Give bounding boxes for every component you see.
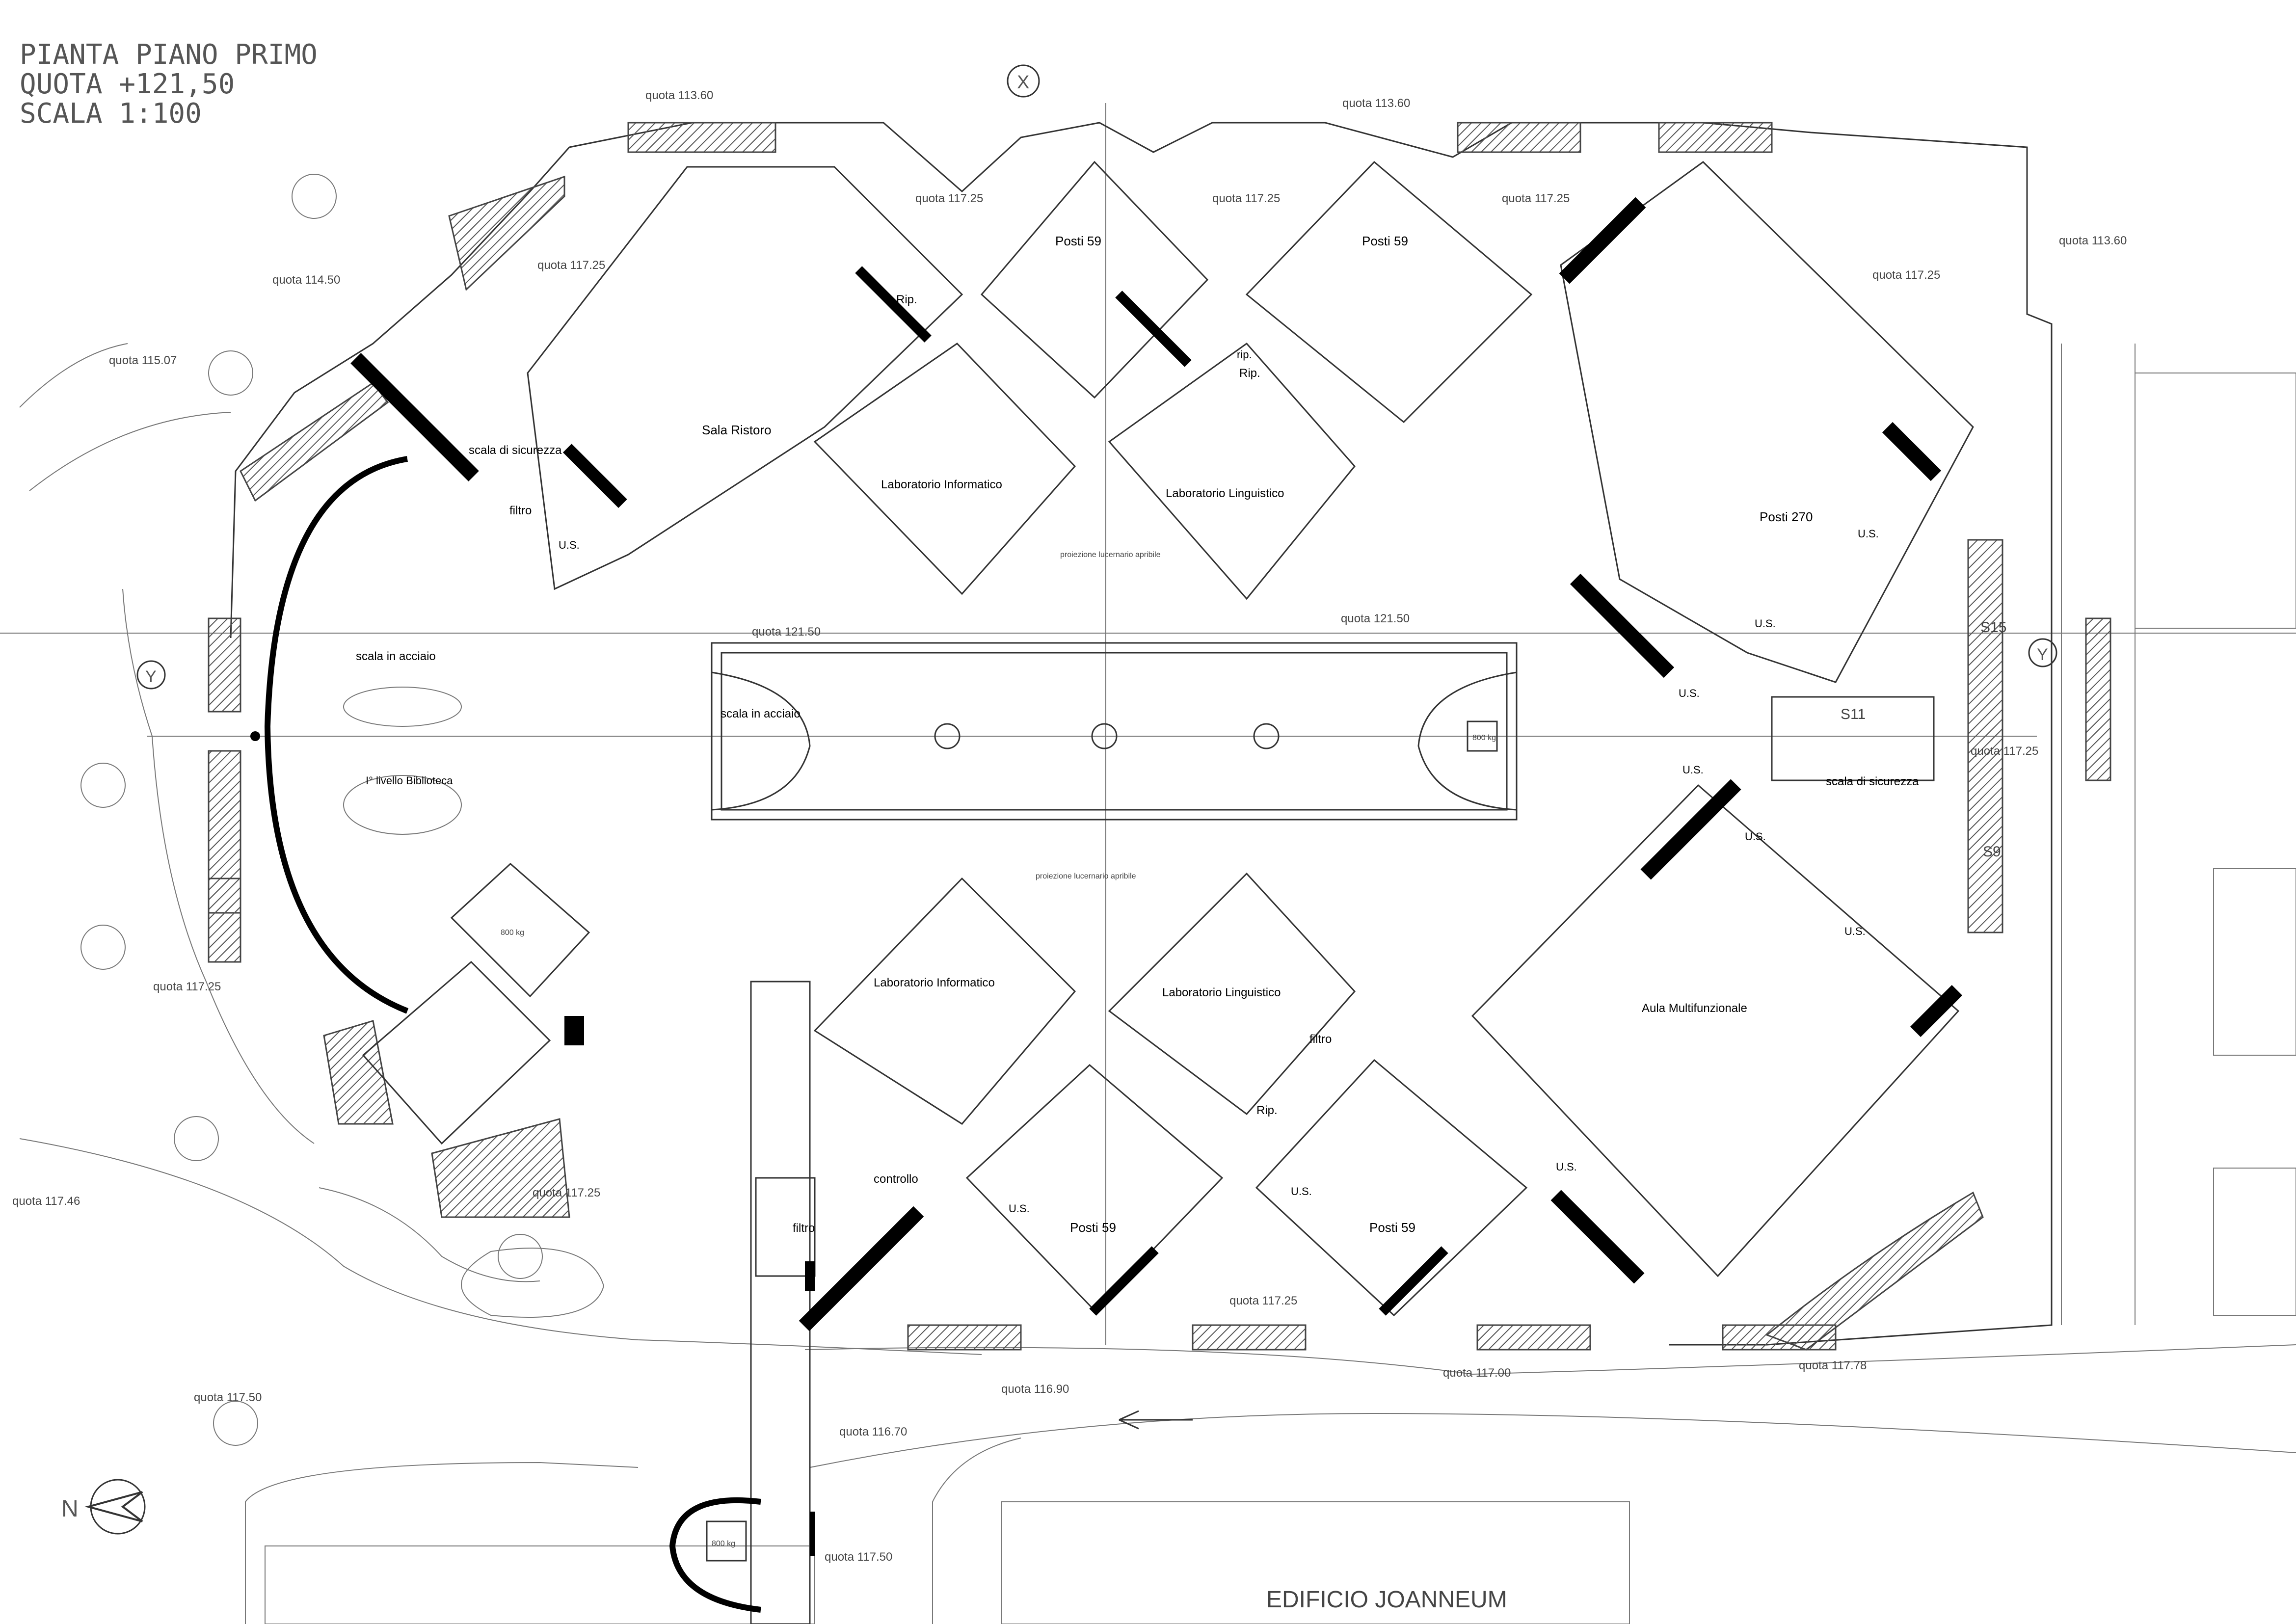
stair-tag-s9: S9	[1983, 844, 2001, 860]
label-lab-ling-bottom: Laboratorio Linguistico	[1162, 986, 1281, 999]
level-115-07: quota 115.07	[109, 354, 177, 367]
label-filtro-1: filtro	[509, 504, 532, 517]
level-113-60-b: quota 113.60	[1342, 97, 1410, 110]
axis-x-label: X	[1017, 72, 1029, 93]
label-aula-multifunzionale: Aula Multifunzionale	[1642, 1002, 1747, 1015]
label-posti59-bottom-left: Posti 59	[1070, 1220, 1116, 1235]
label-proiezione-1: proiezione lucernario apribile	[1060, 551, 1161, 559]
label-scala-acciaio-1: scala in acciaio	[356, 650, 436, 663]
label-scala-sicurezza-left: scala di sicurezza	[469, 444, 562, 457]
stair-tag-s15: S15	[1980, 619, 2006, 636]
level-116-70: quota 116.70	[839, 1425, 907, 1438]
building-walls	[362, 160, 1974, 1624]
corridor-stairs	[711, 671, 1517, 811]
label-posti59-bottom-right: Posti 59	[1369, 1220, 1415, 1235]
level-117-25-e: quota 117.25	[1872, 268, 1940, 282]
title-line-2: QUOTA +121,50	[20, 68, 235, 100]
north-arrow-icon: N	[61, 1479, 146, 1535]
label-us-6: U.S.	[1745, 830, 1766, 843]
label-biblioteca: I° livello Biblioteca	[366, 774, 453, 787]
level-117-50-a: quota 117.50	[194, 1391, 262, 1404]
label-us-10: U.S.	[1009, 1202, 1030, 1215]
axis-x-marker	[1007, 64, 1040, 98]
axis-y-marker-right	[2028, 638, 2057, 667]
label-rip-3: Rip.	[1256, 1104, 1278, 1117]
title-line-3: SCALA 1:100	[20, 98, 202, 130]
label-lab-inf-bottom: Laboratorio Informatico	[874, 976, 995, 989]
elevator-tower	[669, 1497, 761, 1613]
label-us-8: U.S.	[1556, 1161, 1577, 1173]
level-117-25-c: quota 117.25	[1212, 192, 1280, 205]
label-posti59-top-left: Posti 59	[1055, 234, 1101, 248]
planters	[208, 122, 2111, 1351]
axis-y-marker-left	[136, 660, 166, 690]
axis-y-label-right: Y	[2037, 645, 2048, 664]
level-116-90: quota 116.90	[1001, 1383, 1069, 1396]
label-posti59-top-right: Posti 59	[1362, 234, 1408, 248]
label-lift-1: 800 kg	[501, 929, 524, 937]
label-us-9: U.S.	[1291, 1185, 1312, 1198]
level-117-25-h: quota 117.25	[533, 1186, 600, 1199]
label-rip-small: rip.	[1237, 348, 1252, 361]
site-outline	[19, 122, 2296, 1624]
level-114-50: quota 114.50	[272, 273, 340, 287]
level-117-25-d: quota 117.25	[1502, 192, 1570, 205]
label-lab-ling-top: Laboratorio Linguistico	[1166, 487, 1284, 500]
title-block: PIANTA PIANO PRIMO QUOTA +121,50 SCALA 1…	[20, 39, 318, 130]
level-113-60-c: quota 113.60	[2059, 234, 2127, 247]
label-edificio: EDIFICIO JOANNEUM	[1266, 1587, 1507, 1613]
level-labels: quota 113.60 quota 113.60 quota 113.60 q…	[12, 89, 2127, 1564]
label-filtro-3: filtro	[793, 1222, 815, 1235]
label-proiezione-2: proiezione lucernario apribile	[1036, 872, 1136, 880]
label-scala-acciaio-2: scala in acciaio	[721, 707, 801, 720]
label-us-7: U.S.	[1844, 925, 1866, 937]
level-117-25-b: quota 117.25	[915, 192, 983, 205]
level-117-25-f: quota 117.25	[1971, 745, 2038, 758]
stair-tag-s11: S11	[1841, 706, 1866, 722]
label-rip-2: Rip.	[1239, 367, 1260, 380]
label-us-2: U.S.	[1858, 528, 1879, 540]
title-line-1: PIANTA PIANO PRIMO	[20, 39, 318, 71]
axis-y-label-left: Y	[145, 667, 157, 686]
level-117-78: quota 117.78	[1799, 1359, 1867, 1372]
level-117-46: quota 117.46	[12, 1195, 80, 1208]
label-sala-ristoro: Sala Ristoro	[702, 423, 772, 437]
label-us-4: U.S.	[1679, 687, 1700, 699]
level-117-25-i: quota 117.25	[1229, 1294, 1297, 1307]
room-labels: Sala Ristoro Rip. rip. Rip. Rip. Posti 5…	[356, 234, 1919, 1613]
library-curve	[250, 456, 462, 1014]
label-lab-inf-top: Laboratorio Informatico	[881, 478, 1002, 491]
label-posti270: Posti 270	[1760, 509, 1813, 524]
label-us-5: U.S.	[1682, 764, 1704, 776]
axis-lines: X Y Y	[0, 64, 2296, 1345]
level-117-25-a: quota 117.25	[537, 259, 605, 272]
traffic-arrow-icon	[1119, 1410, 1193, 1430]
level-121-50-a: quota 121.50	[752, 625, 821, 639]
label-filtro-2: filtro	[1309, 1033, 1332, 1046]
level-121-50-b: quota 121.50	[1341, 612, 1410, 625]
label-us-3: U.S.	[1755, 617, 1776, 630]
label-lift-3: 800 kg	[712, 1540, 735, 1548]
label-scala-sicurezza-right: scala di sicurezza	[1826, 775, 1919, 788]
label-rip-1: Rip.	[896, 293, 917, 306]
label-lift-2: 800 kg	[1472, 734, 1496, 742]
label-us-1: U.S.	[559, 539, 580, 551]
label-controllo: controllo	[874, 1172, 918, 1186]
level-117-25-g: quota 117.25	[153, 980, 221, 993]
north-label: N	[61, 1496, 79, 1522]
stair-tags: S15 S11 S9	[1841, 619, 2006, 860]
level-117-00: quota 117.00	[1443, 1366, 1511, 1380]
thick-walls	[350, 197, 1963, 1556]
level-113-60-a: quota 113.60	[645, 89, 713, 102]
level-117-50-b: quota 117.50	[825, 1550, 892, 1564]
